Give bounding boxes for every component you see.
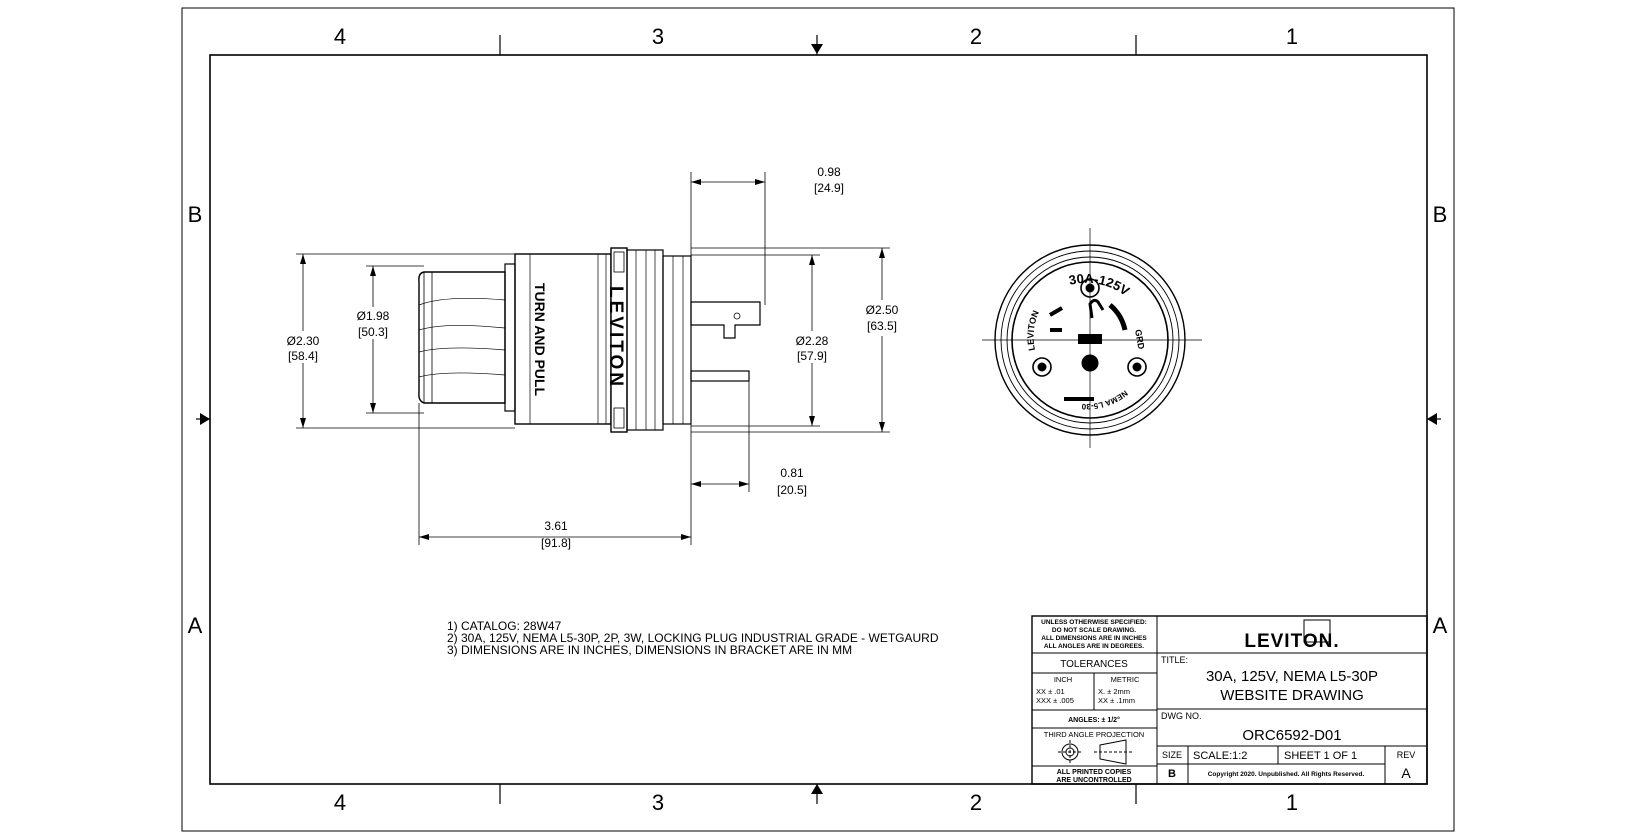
tolerances-label: TOLERANCES: [1060, 659, 1128, 670]
copies-notice: ARE UNCONTROLLED: [1056, 777, 1131, 784]
center-arrow-left: [200, 413, 210, 425]
dim-mask: [790, 331, 836, 363]
center-arrow-top: [811, 44, 823, 54]
angles-tolerance: ANGLES: ± 1/2°: [1068, 716, 1120, 724]
metric-tolerance: XX ± .1mm: [1098, 696, 1135, 705]
spec-line: ALL ANGLES ARE IN DEGREES.: [1044, 643, 1144, 650]
zone-col-label-bottom: 3: [652, 790, 664, 815]
zone-row-label-left: B: [188, 202, 203, 227]
zone-col-label-top: 3: [652, 24, 664, 49]
revision: A: [1401, 765, 1411, 781]
terminal-screw: [1127, 357, 1147, 377]
note-line: 2) 30A, 125V, NEMA L5-30P, 2P, 3W, LOCKI…: [447, 631, 939, 645]
title-label: TITLE:: [1161, 655, 1188, 665]
metric-tolerance: X. ± 2mm: [1098, 687, 1130, 696]
copyright-notice: Copyright 2020. Unpublished. All Rights …: [1208, 771, 1365, 778]
dim-label: Ø2.30: [287, 334, 320, 348]
sheet-size: B: [1168, 768, 1176, 780]
title-block: [1031, 615, 1428, 785]
center-arrow-right: [1427, 413, 1437, 425]
dim-label-mm: [20.5]: [777, 483, 807, 497]
locking-blade: [690, 301, 761, 339]
size-label: SIZE: [1162, 750, 1182, 760]
zone-row-label-left: A: [188, 613, 203, 638]
terminal-screw: [1080, 278, 1100, 298]
face-ground-mark: GRD: [1133, 329, 1146, 351]
spec-line: UNLESS OTHERWISE SPECIFIED:: [1041, 619, 1147, 626]
zone-col-label-top: 1: [1286, 24, 1298, 49]
dim-label-mm: [50.3]: [358, 325, 388, 339]
dwg-no-label: DWG NO.: [1161, 711, 1202, 721]
blade-hook: [1088, 298, 1105, 319]
zone-col-label-bottom: 2: [970, 790, 982, 815]
dim-label: Ø2.28: [796, 334, 829, 348]
spec-line: DO NOT SCALE DRAWING.: [1052, 627, 1136, 634]
scale-value: SCALE:1:2: [1193, 750, 1247, 762]
dim-label: 3.61: [544, 519, 568, 533]
face-brand-mark: LEVITON: [1026, 309, 1041, 351]
dim-mask: [350, 307, 396, 339]
straight-blade: [690, 370, 750, 382]
drawing-title: 30A, 125V, NEMA L5-30P: [1206, 668, 1378, 685]
dim-label-mm: [58.4]: [288, 349, 318, 363]
dim-label: Ø2.50: [866, 303, 899, 317]
dim-mask: [860, 300, 906, 336]
terminal-screw: [1032, 357, 1052, 377]
metric-label: METRIC: [1111, 675, 1140, 684]
leviton-side-mark: LEVITON: [605, 286, 626, 389]
third-angle-projection-icon: [1058, 739, 1132, 765]
drawing-title: WEBSITE DRAWING: [1220, 687, 1364, 704]
dim-mask: [278, 331, 328, 363]
dim-label-mm: [63.5]: [867, 319, 897, 333]
note-line: 1) CATALOG: 28W47: [447, 619, 562, 633]
plug-side-view: [418, 247, 761, 433]
spec-line: ALL DIMENSIONS ARE IN INCHES: [1041, 635, 1147, 642]
dim-label: 0.98: [817, 165, 841, 179]
sheet-number: SHEET 1 OF 1: [1284, 750, 1357, 762]
face-rating-mark: 30A-125V: [1067, 271, 1132, 299]
outer-border: [181, 7, 1455, 832]
zone-row-label-right: B: [1433, 202, 1448, 227]
turn-and-pull-mark: TURN AND PULL: [532, 283, 548, 396]
inch-label: INCH: [1054, 675, 1072, 684]
dim-label: 0.81: [780, 466, 804, 480]
copies-notice: ALL PRINTED COPIES: [1057, 769, 1132, 776]
note-line: 3) DIMENSIONS ARE IN INCHES, DIMENSIONS …: [447, 643, 852, 657]
zone-col-label-bottom: 4: [334, 790, 346, 815]
zone-col-label-bottom: 1: [1286, 790, 1298, 815]
inch-tolerance: XXX ± .005: [1036, 696, 1074, 705]
dimension-arrows: [300, 179, 885, 540]
logo-box-icon: [1303, 619, 1331, 643]
plug-face-view: [982, 228, 1202, 448]
zone-col-label-top: 4: [334, 24, 346, 49]
zone-row-label-right: A: [1433, 613, 1448, 638]
leviton-logo: LEVITON.: [1244, 631, 1339, 652]
center-arrow-bottom: [811, 784, 823, 794]
inch-tolerance: XX ± .01: [1036, 687, 1065, 696]
projection-label: THIRD ANGLE PROJECTION: [1044, 730, 1144, 739]
zone-col-label-top: 2: [970, 24, 982, 49]
dim-label: Ø1.98: [357, 309, 390, 323]
dim-label-mm: [57.9]: [797, 349, 827, 363]
centering-arrows: [200, 44, 1437, 794]
dim-label-mm: [91.8]: [541, 536, 571, 550]
rev-label: REV: [1397, 750, 1416, 760]
dwg-no: ORC6592-D01: [1242, 727, 1341, 744]
plug-body: [514, 253, 612, 425]
dim-label-mm: [24.9]: [814, 181, 844, 195]
